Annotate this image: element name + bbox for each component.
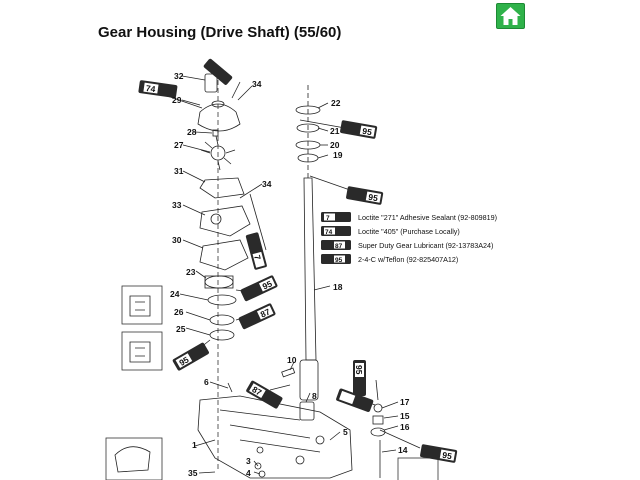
callout-5: 5: [343, 427, 348, 437]
callout-15: 15: [400, 411, 410, 421]
callout-3: 3: [246, 456, 251, 466]
tube-label: 95: [362, 126, 373, 138]
callout-14: 14: [398, 445, 408, 455]
callout-29: 29: [172, 95, 182, 105]
callout-19: 19: [333, 150, 343, 160]
tube-label: 95: [368, 192, 379, 204]
tube-label: 95: [354, 365, 364, 375]
callout-30: 30: [172, 235, 182, 245]
legend-code: 74: [325, 229, 333, 236]
callout-6: 6: [204, 377, 209, 387]
callout-4: 4: [246, 468, 251, 478]
callout-31: 31: [174, 166, 184, 176]
callout-35: 35: [188, 468, 198, 478]
callout-26: 26: [174, 307, 184, 317]
home-icon: [500, 7, 521, 25]
home-button[interactable]: [496, 3, 525, 29]
callout-34a: 34: [252, 79, 262, 89]
tube-label: 87: [259, 306, 272, 319]
callout-17: 17: [400, 397, 410, 407]
callout-34b: 34: [262, 179, 272, 189]
legend-text: 2-4-C w/Teflon (92-825407A12): [358, 255, 458, 264]
callout-18: 18: [333, 282, 343, 292]
tube-label: 95: [261, 278, 274, 291]
callout-25: 25: [176, 324, 186, 334]
callout-22: 22: [331, 98, 341, 108]
legend-icons: 7 74 87 95: [321, 212, 351, 264]
page-title: Gear Housing (Drive Shaft) (55/60): [98, 24, 342, 41]
legend-code: 87: [335, 243, 343, 250]
callout-27: 27: [174, 140, 184, 150]
callout-21: 21: [330, 126, 340, 136]
tube-label: 7: [252, 254, 263, 261]
callout-24: 24: [170, 289, 180, 299]
legend-code: 7: [326, 215, 330, 222]
legend-text: Loctite "405" (Purchase Locally): [358, 227, 460, 236]
legend-texts: Loctite "271" Adhesive Sealant (92-80981…: [358, 213, 497, 264]
tube-label: 74: [145, 83, 156, 94]
legend-code: 95: [335, 257, 343, 264]
callout-16: 16: [400, 422, 410, 432]
legend-text: Super Duty Gear Lubricant (92-13783A24): [358, 241, 493, 250]
tube-label: 95: [442, 450, 453, 462]
tube-label: 95: [177, 354, 190, 368]
tube-label: 87: [250, 384, 263, 398]
callout-8: 8: [312, 391, 317, 401]
callout-23: 23: [186, 267, 196, 277]
callout-20: 20: [330, 140, 340, 150]
callout-32: 32: [174, 71, 184, 81]
legend-text: Loctite "271" Adhesive Sealant (92-80981…: [358, 213, 497, 222]
callout-28: 28: [187, 127, 197, 137]
callout-33: 33: [172, 200, 182, 210]
callout-1: 1: [192, 440, 197, 450]
callout-10: 10: [287, 355, 297, 365]
